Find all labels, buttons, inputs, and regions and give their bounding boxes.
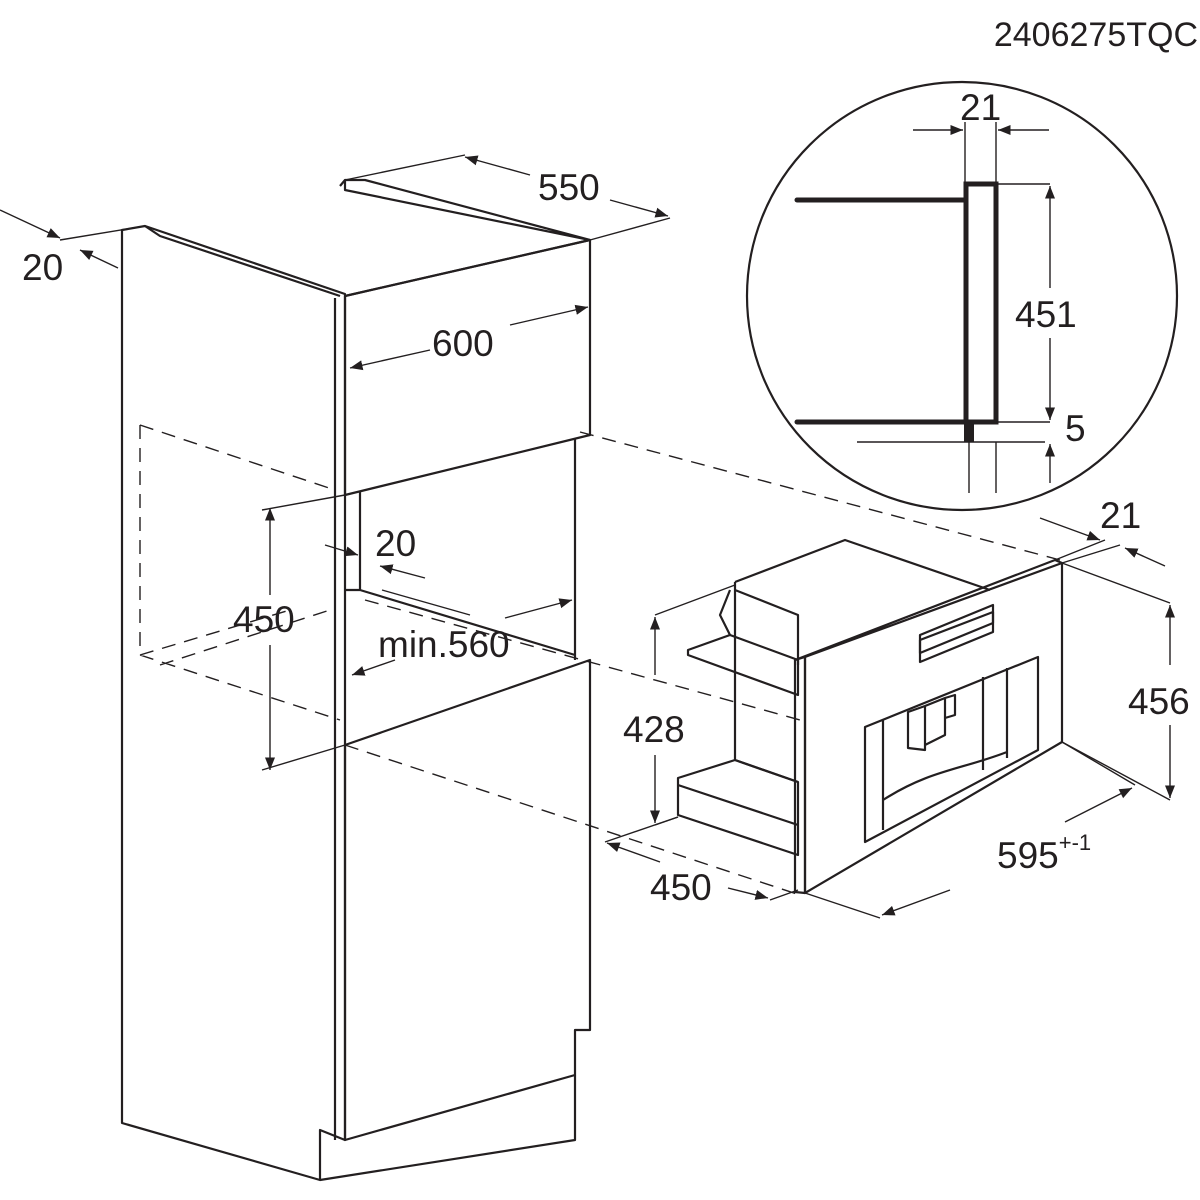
drawing-code: 2406275TQC	[994, 16, 1198, 54]
cabinet	[120, 178, 1061, 1182]
dim-front-offset: 21	[1100, 495, 1141, 536]
dim-cabinet-width: 600	[432, 323, 494, 364]
machine-spout	[906, 693, 957, 752]
detail-view: 21 451 5	[745, 80, 1179, 512]
detail-spacer	[964, 422, 974, 442]
machine-dispenser-opening	[863, 655, 1040, 844]
cabinet-left-side	[120, 224, 347, 1182]
cabinet-dimensions: 20 550 600 450 20 min.560	[0, 154, 671, 771]
cabinet-top	[144, 178, 592, 298]
niche	[345, 438, 577, 660]
machine-body	[733, 538, 991, 784]
dim-niche-side-gap: 20	[375, 523, 416, 564]
niche-outline-dashed	[139, 424, 1061, 896]
dim-detail-front-height: 451	[1015, 294, 1077, 335]
dim-detail-front-thickness: 21	[960, 87, 1001, 128]
dim-side-thickness: 20	[22, 247, 63, 288]
dim-machine-width: 595+-1	[997, 830, 1091, 876]
dim-niche-width: min.560	[378, 624, 510, 665]
upper-panel	[343, 238, 592, 497]
detail-front-panel	[963, 181, 999, 425]
plinth	[319, 1075, 577, 1182]
dim-machine-depth: 450	[650, 867, 712, 908]
dim-machine-body-height: 428	[623, 709, 685, 750]
machine-dimensions: 428 450 595+-1 456 21	[604, 495, 1190, 919]
machine-front-side	[793, 655, 807, 895]
dim-detail-gap: 5	[1065, 408, 1086, 449]
machine-display-frame	[918, 603, 995, 664]
dim-machine-width-value: 595	[997, 835, 1059, 876]
dim-machine-width-tolerance: +-1	[1059, 830, 1091, 855]
machine-cup-tray	[676, 633, 800, 857]
coffee-machine	[676, 538, 1064, 895]
dim-machine-front-height: 456	[1128, 681, 1190, 722]
dim-niche-height: 450	[233, 599, 295, 640]
machine-handle	[718, 589, 732, 636]
detail-circle	[745, 80, 1179, 512]
lower-panel	[343, 658, 592, 1142]
dim-cabinet-depth: 550	[538, 167, 600, 208]
